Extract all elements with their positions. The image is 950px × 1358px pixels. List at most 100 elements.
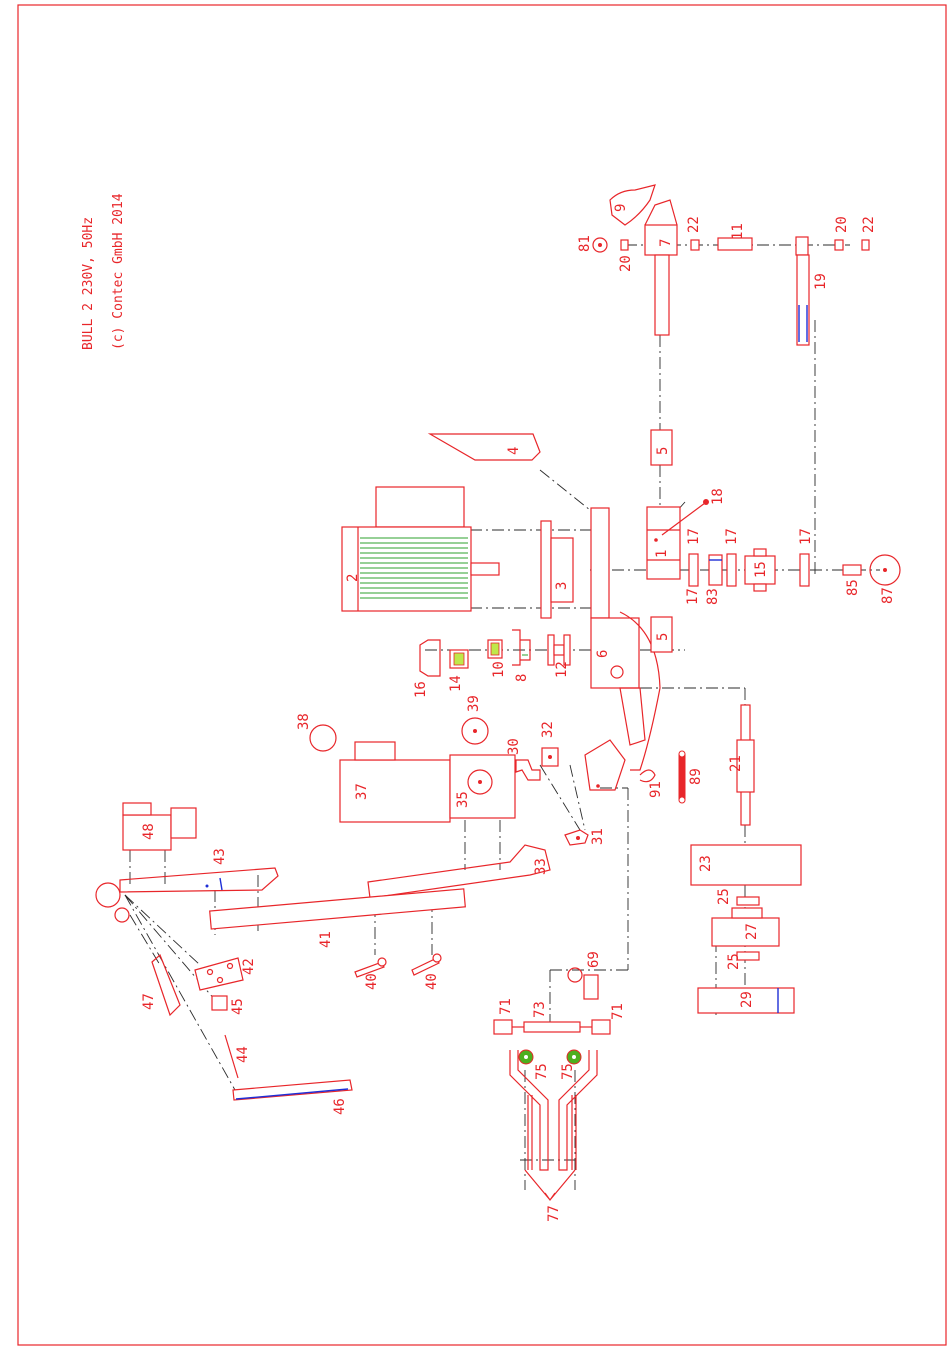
- label-part-7: 7: [658, 239, 674, 247]
- part-40-handle-right: [412, 954, 441, 975]
- part-22-block-right: [862, 240, 869, 250]
- part-48-cap-top: [123, 803, 151, 815]
- label-part-41: 41: [318, 931, 334, 948]
- label-part-85: 85: [845, 579, 861, 596]
- label-part-12: 12: [554, 661, 570, 678]
- part-3-gear-housing: [541, 521, 573, 618]
- label-part-89: 89: [688, 768, 704, 785]
- label-part-8: 8: [514, 674, 530, 682]
- label-part-17c: 17: [724, 528, 740, 545]
- label-part-69: 69: [586, 951, 602, 968]
- part-8-bracket: [512, 630, 530, 665]
- label-part-15: 15: [753, 561, 769, 578]
- part-71-block-left: [494, 1020, 512, 1034]
- label-part-75a: 75: [534, 1063, 550, 1080]
- part-22-block-upper: [691, 240, 699, 250]
- label-part-17a: 17: [686, 528, 702, 545]
- label-part-25a: 25: [716, 888, 732, 905]
- label-part-45: 45: [230, 998, 246, 1015]
- label-part-11: 11: [730, 223, 746, 240]
- label-part-5b: 5: [655, 633, 671, 641]
- part-20-block-left: [621, 240, 628, 250]
- label-part-27: 27: [744, 923, 760, 940]
- part-45-clip: [212, 996, 227, 1010]
- part-91-hook: [640, 770, 655, 782]
- label-part-17b: 17: [685, 588, 701, 605]
- label-part-5a: 5: [655, 447, 671, 455]
- part-16-clamp: [420, 640, 440, 676]
- label-part-1: 1: [654, 550, 670, 558]
- label-part-2: 2: [345, 574, 361, 582]
- part-14-gear: [450, 650, 468, 668]
- label-part-77: 77: [546, 1205, 562, 1222]
- label-part-48: 48: [141, 823, 157, 840]
- label-part-38: 38: [296, 713, 312, 730]
- label-part-19: 19: [813, 273, 829, 290]
- label-part-14: 14: [448, 675, 464, 692]
- label-part-35: 35: [455, 791, 471, 808]
- label-part-31: 31: [590, 828, 606, 845]
- part-1-gearbox: [647, 507, 680, 579]
- label-part-40a: 40: [364, 973, 380, 990]
- drawing-frame: [18, 5, 946, 1345]
- label-part-40b: 40: [424, 973, 440, 990]
- label-part-21: 21: [728, 755, 744, 772]
- title-copyright: (c) Contec GmbH 2014: [111, 193, 126, 350]
- part-48-cap-side: [171, 808, 196, 838]
- part-4-hood: [430, 434, 540, 460]
- label-part-87: 87: [880, 587, 896, 604]
- label-part-17d: 17: [798, 528, 814, 545]
- label-part-9: 9: [613, 204, 629, 212]
- part-2-motor: [342, 487, 499, 611]
- label-part-18: 18: [710, 488, 726, 505]
- label-part-32: 32: [540, 721, 556, 738]
- label-part-29: 29: [739, 991, 755, 1008]
- part-42-bracket: [195, 958, 243, 990]
- part-43-plate: [120, 868, 278, 892]
- label-part-43: 43: [212, 848, 228, 865]
- label-part-44: 44: [235, 1046, 251, 1063]
- part-6-lever: [585, 688, 645, 790]
- part-38-gauge: [310, 725, 336, 751]
- label-part-81: 81: [577, 235, 593, 252]
- part-30-clip: [516, 760, 540, 780]
- label-part-22b: 22: [861, 216, 877, 233]
- label-part-71b: 71: [610, 1003, 626, 1020]
- label-part-22a: 22: [686, 216, 702, 233]
- label-part-71a: 71: [498, 998, 514, 1015]
- label-part-73: 73: [532, 1001, 548, 1018]
- part-25-coupling-upper: [737, 897, 759, 905]
- label-part-10: 10: [491, 661, 507, 678]
- label-part-91: 91: [648, 781, 664, 798]
- part-43-pivot: [96, 883, 120, 907]
- part-69-pump-head: [568, 968, 598, 999]
- label-part-25b: 25: [726, 953, 742, 970]
- label-part-16: 16: [413, 681, 429, 698]
- part-89-spring: [679, 754, 685, 800]
- label-part-23: 23: [698, 855, 714, 872]
- label-part-20b: 20: [834, 216, 850, 233]
- label-part-30: 30: [506, 738, 522, 755]
- label-part-20a: 20: [618, 255, 634, 272]
- title-model: BULL 2 230V, 50Hz: [81, 217, 96, 350]
- label-part-39: 39: [466, 695, 482, 712]
- part-73-bar: [524, 1022, 580, 1032]
- label-part-42: 42: [241, 958, 257, 975]
- part-19-slide: [796, 237, 809, 345]
- label-part-3: 3: [554, 582, 570, 590]
- part-41-bar: [210, 889, 466, 929]
- label-part-37: 37: [354, 783, 370, 800]
- part-12-spool: [548, 635, 570, 665]
- label-part-46: 46: [332, 1098, 348, 1115]
- label-part-6: 6: [595, 650, 611, 658]
- part-85-pin: [843, 565, 861, 575]
- label-part-75b: 75: [560, 1063, 576, 1080]
- part-77-arrow: [525, 1170, 575, 1200]
- label-part-4: 4: [506, 447, 522, 455]
- part-71-block-right: [592, 1020, 610, 1034]
- part-10-gear: [488, 640, 502, 658]
- part-20-block-right: [835, 240, 843, 250]
- part-37-terminal-box: [355, 742, 395, 760]
